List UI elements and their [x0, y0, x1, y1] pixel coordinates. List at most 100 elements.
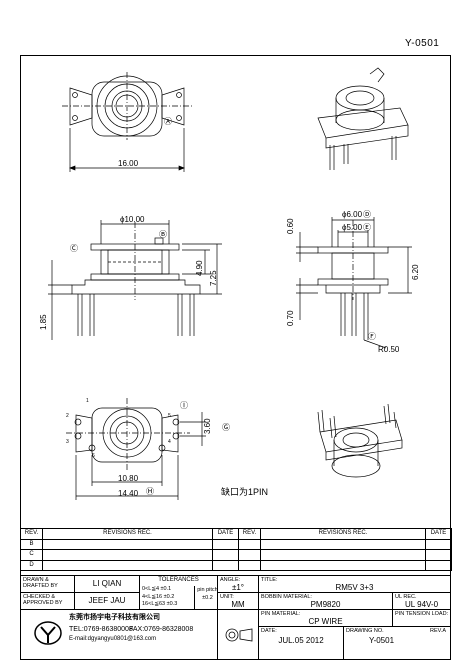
revisions-table: REV. REVISIONS REC. DATE REV. REVISIONS …	[20, 528, 452, 571]
unit-cell: UNIT: MM	[217, 592, 259, 610]
drawing-no-cell: DRAWING NO. REV.A Y-0501	[343, 626, 451, 660]
drawn-by-cell: LI QIAN	[74, 575, 140, 593]
company-name: 东莞市扬宇电子科技有限公司	[69, 614, 160, 621]
revisions-col-header: REVISIONS REC.	[42, 528, 213, 540]
company-tel: TEL:0769-86380008	[69, 626, 133, 633]
front-view	[48, 220, 222, 340]
pin-tension-label: PIN TENSION LOAD:	[395, 611, 449, 617]
rev-row-label: D	[20, 559, 43, 571]
balloon-d: Ⓓ	[363, 210, 371, 219]
balloon-c: Ⓒ	[70, 244, 78, 253]
balloon-h: Ⓗ	[146, 487, 154, 496]
bobbin-material-cell: BOBBIN MATERIAL: PM9820	[258, 592, 393, 610]
projection-symbol-cell	[217, 609, 259, 660]
company-logo-icon	[34, 621, 62, 645]
pin-tension-cell: PIN TENSION LOAD:	[392, 609, 451, 627]
title-value: RM5V 3+3	[335, 583, 374, 592]
pin-number-1: 1	[86, 398, 89, 404]
tolerance-row: 4<L≦16 ±0.2	[142, 593, 175, 600]
drawn-label: DRAWN & DRAFTED BY	[23, 577, 58, 590]
drawn-by: LI QIAN	[92, 579, 122, 588]
checked-label-cell: CHECKED & APPROVED BY	[20, 592, 75, 610]
balloon-g: Ⓖ	[222, 423, 230, 432]
tolerances-label: TOLERANCES	[158, 577, 199, 583]
dim-pin-len: 1.85	[39, 314, 48, 330]
pin-number-2: 2	[66, 413, 69, 419]
rev-row-label: C	[20, 549, 43, 561]
pin-material-value: CP WIRE	[308, 617, 343, 626]
pin-material-label: PIN MATERIAL:	[261, 611, 301, 617]
ul-rec-value: UL 94V-0	[404, 600, 439, 609]
ul-rec-label: UL REC.	[395, 594, 417, 600]
dim-winding-h: 4.90	[195, 260, 204, 276]
side-view	[296, 217, 412, 349]
date-col-header: DATE	[212, 528, 239, 540]
date-label: DATE:	[261, 628, 277, 634]
pin-number-6: 6	[92, 453, 95, 459]
balloon-i: Ⓘ	[180, 401, 188, 410]
balloon-f: Ⓕ	[368, 332, 376, 341]
rev-row-label: B	[20, 538, 43, 550]
dim-body-h: 7.25	[209, 270, 218, 286]
unit-label: UNIT:	[220, 594, 234, 600]
date-cell: DATE: JUL.05 2012	[258, 626, 344, 660]
date-col-header-right: DATE	[425, 528, 452, 540]
company-fax: FAX:0769-86328008	[129, 626, 194, 633]
dim-bottom-pitch-v: 3.60	[203, 418, 212, 434]
angle-label: ANGLE:	[220, 577, 241, 583]
pin-number-3: 3	[66, 439, 69, 445]
company-cell: 东莞市扬宇电子科技有限公司 TEL:0769-86380008 FAX:0769…	[20, 609, 218, 660]
bobbin-material-value: PM9820	[310, 600, 341, 609]
dim-bottom-width: 14.40	[118, 489, 139, 498]
isometric-view-top	[317, 67, 409, 170]
dim-side-top: 0.60	[286, 218, 295, 234]
dim-side-bottom: 0.70	[286, 310, 295, 326]
isometric-view-bottom	[317, 403, 403, 478]
dim-side-radius: R0.50	[378, 345, 400, 354]
top-view	[62, 72, 192, 172]
dim-top-width: 16.00	[118, 159, 139, 168]
rev-col-header-right: REV.	[238, 528, 261, 540]
title-label: TITLE:	[261, 577, 278, 583]
checked-label: CHECKED & APPROVED BY	[23, 594, 63, 607]
angle-value: ±1°	[231, 583, 245, 592]
pin-pitch-value: ±0.2	[202, 595, 213, 601]
tolerance-row: 16<L≦63 ±0.3	[142, 601, 178, 607]
balloon-e: Ⓔ	[363, 223, 371, 232]
dim-bottom-pitch-h: 10.80	[118, 474, 139, 483]
bobbin-material-label: BOBBIN MATERIAL:	[261, 594, 312, 600]
balloon-b: Ⓑ	[159, 230, 167, 239]
sheet-code: Y-0501	[405, 38, 440, 49]
rev-col-header: REV.	[20, 528, 43, 540]
pin-material-cell: PIN MATERIAL: CP WIRE	[258, 609, 393, 627]
dim-side-dia-b: ϕ5.00	[342, 223, 363, 232]
balloon-a: Ⓐ	[164, 117, 172, 126]
title-block: DRAWN & DRAFTED BY LI QIAN CHECKED & APP…	[20, 575, 451, 660]
company-email: E-mail:dgyangyu0801@163.com	[69, 636, 157, 642]
angle-cell: ANGLE: ±1°	[217, 575, 259, 593]
rev-label: REV.A	[430, 628, 447, 634]
ul-rec-cell: UL REC. UL 94V-0	[392, 592, 451, 610]
checked-by-cell: JEEF JAU	[74, 592, 140, 610]
checked-by: JEEF JAU	[88, 596, 126, 605]
pin-number-5: 5	[168, 413, 171, 419]
tolerance-row: 0<L≦4 ±0.1	[142, 586, 172, 592]
dim-side-dia-a: ϕ6.00	[342, 210, 363, 219]
bottom-view	[66, 398, 206, 500]
drawing-no-label: DRAWING NO.	[346, 628, 384, 634]
unit-value: MM	[231, 600, 245, 609]
title-cell: TITLE: RM5V 3+3	[258, 575, 451, 593]
tolerances-cell: TOLERANCES 0<L≦4 ±0.1 4<L≦16 ±0.2 16<L≦6…	[139, 575, 218, 610]
drawing-no-value: Y-0501	[368, 636, 395, 645]
projection-symbol-icon	[225, 628, 253, 642]
pin-number-4: 4	[168, 439, 171, 445]
dim-side-h: 6.20	[411, 264, 420, 280]
pin-pitch-label: pin pitch	[197, 587, 218, 593]
drawn-label-cell: DRAWN & DRAFTED BY	[20, 575, 75, 593]
pin-one-note: 缺口为1PIN	[221, 487, 269, 497]
revisions-col-header-right: REVISIONS REC.	[260, 528, 426, 540]
date-value: JUL.05 2012	[278, 636, 324, 645]
dim-bore-dia: ϕ10.00	[120, 215, 145, 224]
